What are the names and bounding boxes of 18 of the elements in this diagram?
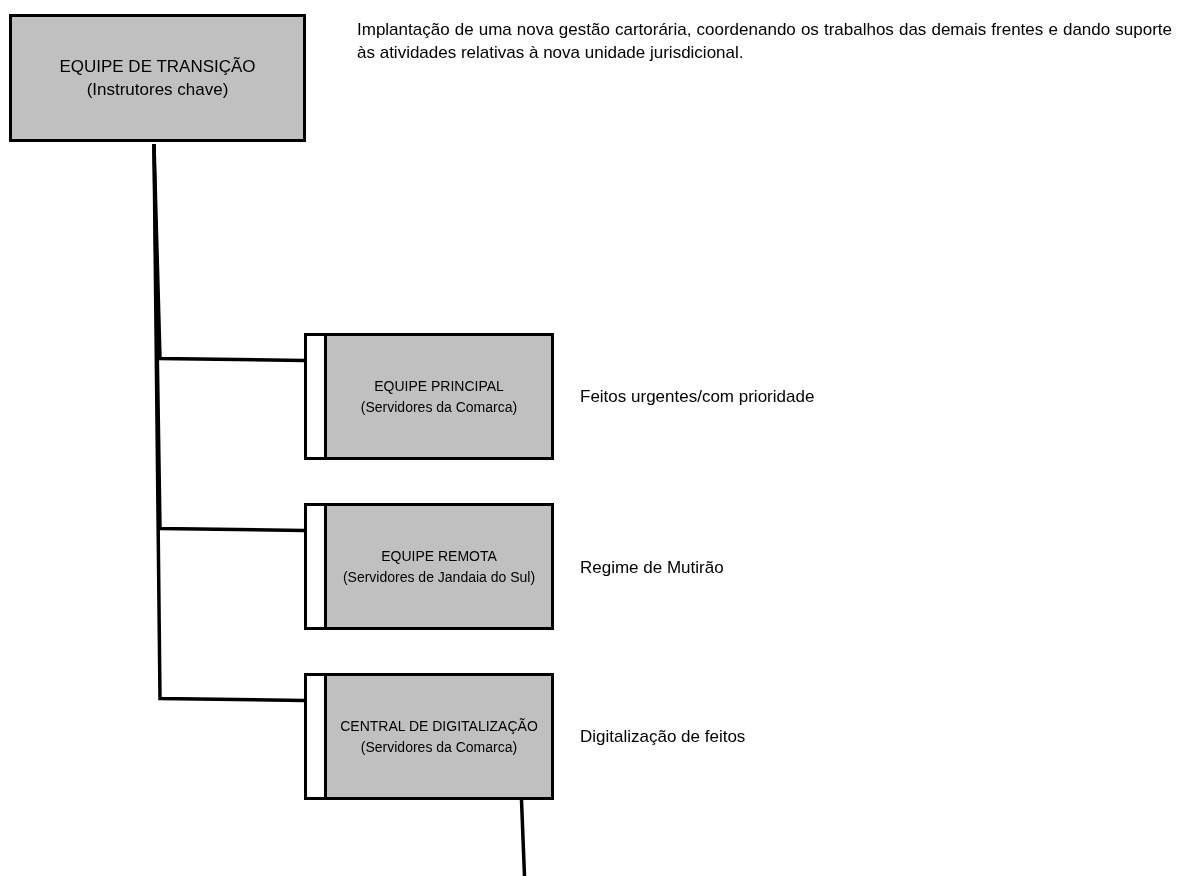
team-box <box>304 333 554 460</box>
team-members: (Servidores da Comarca) <box>360 737 518 757</box>
team-name: EQUIPE PRINCIPAL <box>374 376 504 396</box>
description-text: Feitos urgentes/com prioridade <box>580 386 816 408</box>
team-box <box>304 503 554 630</box>
description-text: Regime de Mutirão <box>580 557 725 579</box>
description-text: Digitalização de feitos <box>580 726 747 748</box>
team-box <box>304 673 554 800</box>
team-members: (Instrutores chave) <box>86 79 229 101</box>
team-box <box>9 14 306 142</box>
team-name: CENTRAL DE DIGITALIZAÇÃO <box>340 716 538 736</box>
connector-line <box>519 799 527 876</box>
connector-line <box>152 144 305 703</box>
description-text: Implantação de uma nova gestão cartorária, coordenando os trabalhos das demais frentes e dando suporte às atividades relativas à nova unidade jurisdicional. <box>357 19 1172 64</box>
team-name: EQUIPE DE TRANSIÇÃO <box>59 56 256 78</box>
team-name: EQUIPE REMOTA <box>381 546 497 566</box>
team-members: (Servidores da Comarca) <box>360 397 518 417</box>
team-members: (Servidores de Jandaia do Sul) <box>342 567 536 587</box>
